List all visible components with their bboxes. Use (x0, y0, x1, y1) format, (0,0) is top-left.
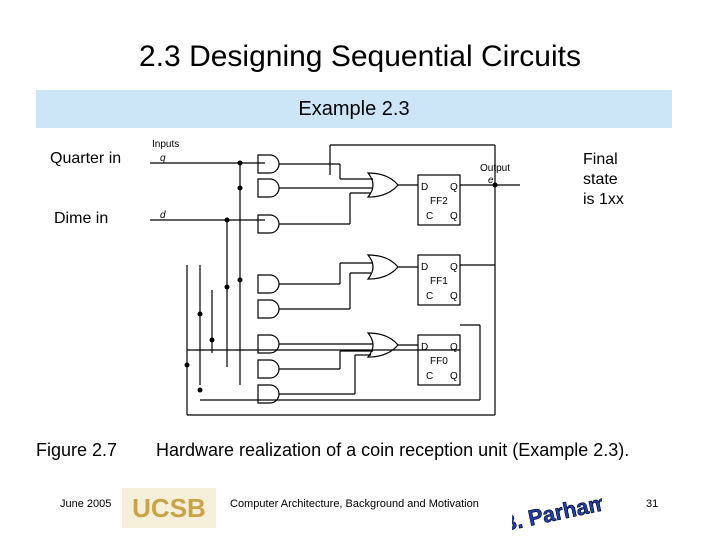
ff0-qbar-pin: Q (450, 371, 458, 382)
final-state-line: state (583, 171, 618, 188)
footer-course: Computer Architecture, Background and Mo… (230, 498, 479, 510)
ff2-name: FF2 (430, 196, 448, 207)
ff1-name: FF1 (430, 276, 448, 287)
ucsb-logo: UCSB (122, 488, 216, 528)
ff2-qbar-pin: Q (450, 211, 458, 222)
input-d-label: d (160, 210, 166, 221)
ff0-c-pin: C (426, 371, 433, 382)
output-heading: Output (480, 163, 510, 174)
final-state-line: Final (583, 151, 618, 168)
ff0-q-pin: Q (450, 342, 458, 353)
ff1-d-pin: D (421, 262, 428, 273)
example-banner-label: Example 2.3 (298, 98, 410, 120)
footer-date: June 2005 (60, 498, 112, 510)
circuit-diagram: Inputs q d Output e D Q FF2 C Q D Q FF1 … (150, 139, 520, 416)
ff0-d-pin: D (421, 342, 428, 353)
ff0-name: FF0 (430, 356, 448, 367)
dime-in-label: Dime in (54, 210, 109, 227)
example-banner: Example 2.3 (36, 90, 672, 128)
ff1-qbar-pin: Q (450, 291, 458, 302)
author-logo-text: B. Parhami (512, 488, 602, 534)
ff1-c-pin: C (426, 291, 433, 302)
slide-title: 2.3 Designing Sequential Circuits (139, 40, 581, 73)
figure-number: Figure 2.7 (36, 440, 118, 460)
output-e-label: e (488, 175, 494, 186)
ff2-c-pin: C (426, 211, 433, 222)
final-state-line: is 1xx (583, 191, 624, 208)
ff1-q-pin: Q (450, 262, 458, 273)
ucsb-logo-text: UCSB (132, 493, 206, 523)
inputs-heading: Inputs (152, 139, 179, 150)
page-number: 31 (646, 498, 659, 510)
ff2-q-pin: Q (450, 182, 458, 193)
quarter-in-label: Quarter in (50, 150, 122, 167)
figure-caption: Hardware realization of a coin reception… (156, 440, 630, 460)
author-logo: B. Parhami (512, 488, 602, 534)
final-state-note: Final state is 1xx (583, 150, 653, 210)
ff2-d-pin: D (421, 182, 428, 193)
input-q-label: q (160, 153, 166, 164)
